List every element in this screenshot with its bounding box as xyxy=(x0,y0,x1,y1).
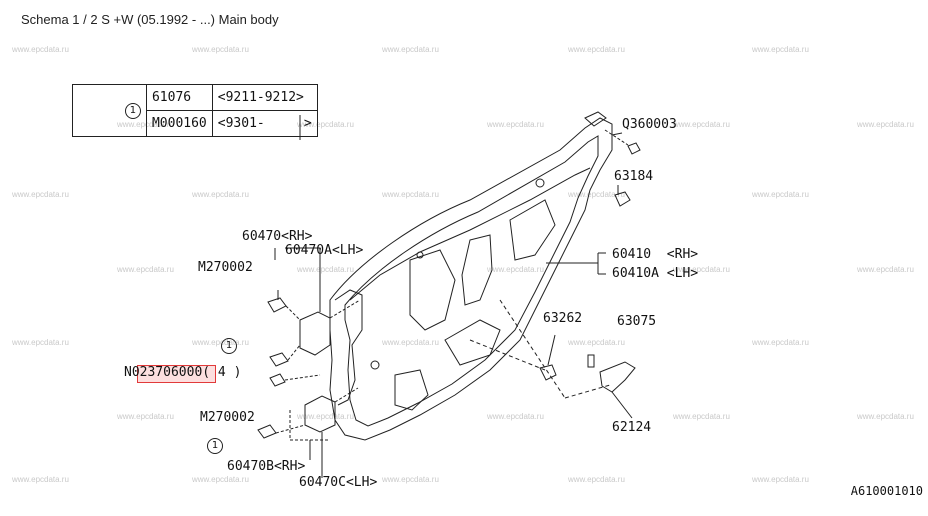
part-label-60470-rh[interactable]: 60470<RH> xyxy=(242,229,313,244)
watermark-text: www.epcdata.ru xyxy=(117,265,174,274)
weatherstrip-part xyxy=(614,191,631,207)
watermark-text: www.epcdata.ru xyxy=(297,265,354,274)
door-panel-opening-4 xyxy=(394,369,429,411)
watermark-text: www.epcdata.ru xyxy=(568,190,625,199)
watermark-text: www.epcdata.ru xyxy=(487,120,544,129)
watermark-text: www.epcdata.ru xyxy=(297,120,354,129)
watermark-text: www.epcdata.ru xyxy=(673,412,730,421)
watermark-text: www.epcdata.ru xyxy=(12,475,69,484)
watermark-text: www.epcdata.ru xyxy=(192,190,249,199)
reference-marker-circle-top: 1 xyxy=(221,338,237,354)
part-label-n023706000[interactable]: N023706000( 4 ) xyxy=(124,365,242,380)
watermark-text: www.epcdata.ru xyxy=(382,475,439,484)
part-label-63262[interactable]: 63262 xyxy=(543,311,583,326)
part-label-60470a-lh[interactable]: 60470A<LH> xyxy=(285,243,364,258)
hinge-upper xyxy=(299,311,331,356)
watermark-text: www.epcdata.ru xyxy=(192,475,249,484)
watermark-text: www.epcdata.ru xyxy=(12,190,69,199)
part-label-m270002-bottom[interactable]: M270002 xyxy=(200,410,255,425)
watermark-text: www.epcdata.ru xyxy=(752,475,809,484)
reference-part-cell[interactable]: 61076 xyxy=(145,84,213,111)
watermark-text: www.epcdata.ru xyxy=(752,338,809,347)
part-label-63075[interactable]: 63075 xyxy=(617,314,657,329)
reference-range-cell: <9301- > xyxy=(211,110,318,137)
watermark-text: www.epcdata.ru xyxy=(752,45,809,54)
bolt-part xyxy=(269,352,289,367)
watermark-text: www.epcdata.ru xyxy=(382,338,439,347)
watermark-text: www.epcdata.ru xyxy=(12,338,69,347)
part-label-60470c-lh[interactable]: 60470C<LH> xyxy=(299,475,378,490)
bolt-part xyxy=(627,142,641,155)
door-panel-opening-5 xyxy=(444,319,501,366)
watermark-text: www.epcdata.ru xyxy=(12,45,69,54)
reference-marker-cell: 1 xyxy=(72,84,147,137)
bolt-part xyxy=(269,373,286,387)
watermark-text: www.epcdata.ru xyxy=(673,120,730,129)
page-title: Schema 1 / 2 S +W (05.1992 - ...) Main b… xyxy=(21,12,279,27)
part-label-63184[interactable]: 63184 xyxy=(614,169,654,184)
watermark-text: www.epcdata.ru xyxy=(568,475,625,484)
reference-marker-circle-bottom: 1 xyxy=(207,438,223,454)
bolt-part xyxy=(267,297,287,313)
door-hinge-side xyxy=(334,289,363,406)
watermark-text: www.epcdata.ru xyxy=(117,412,174,421)
door-hole xyxy=(370,360,380,370)
watermark-text: www.epcdata.ru xyxy=(857,120,914,129)
watermark-text: www.epcdata.ru xyxy=(673,265,730,274)
door-hole xyxy=(535,178,545,188)
part-label-60470b-rh[interactable]: 60470B<RH> xyxy=(227,459,306,474)
clip-part xyxy=(584,111,607,127)
watermark-text: www.epcdata.ru xyxy=(568,338,625,347)
watermark-text: www.epcdata.ru xyxy=(857,265,914,274)
watermark-text: www.epcdata.ru xyxy=(192,45,249,54)
highlight-box xyxy=(137,365,216,383)
door-panel-opening-1 xyxy=(409,249,456,331)
part-label-62124[interactable]: 62124 xyxy=(612,420,652,435)
hinge-lower xyxy=(304,395,336,433)
lock-part xyxy=(539,364,557,381)
watermark-text: www.epcdata.ru xyxy=(487,265,544,274)
door-window-frame xyxy=(349,167,591,301)
watermark-text: www.epcdata.ru xyxy=(192,338,249,347)
door-hole xyxy=(416,251,424,259)
bolt-part xyxy=(257,424,277,439)
watermark-text: www.epcdata.ru xyxy=(382,190,439,199)
watermark-text: www.epcdata.ru xyxy=(857,412,914,421)
reference-part-cell[interactable]: M000160 xyxy=(145,110,213,137)
door-inner-edge xyxy=(344,135,599,427)
part-label-60410a[interactable]: 60410A <LH> xyxy=(612,266,699,281)
part-label-60410[interactable]: 60410 <RH> xyxy=(612,247,699,262)
door-outline xyxy=(329,117,613,441)
diagram-code: A610001010 xyxy=(850,484,923,498)
door-panel-opening-2 xyxy=(461,234,493,306)
part-label-q360003[interactable]: Q360003 xyxy=(622,117,677,132)
reference-marker: 1 xyxy=(124,103,141,119)
part-label-m270002-top[interactable]: M270002 xyxy=(198,260,253,275)
striker-part xyxy=(599,361,636,393)
check-part xyxy=(587,354,595,368)
door-panel-opening-3 xyxy=(509,199,556,261)
reference-table: 1 61076 <9211-9212> M000160 <9301- > xyxy=(72,84,318,137)
watermark-text: www.epcdata.ru xyxy=(568,45,625,54)
watermark-text: www.epcdata.ru xyxy=(752,190,809,199)
reference-range-cell: <9211-9212> xyxy=(211,84,318,111)
watermark-text: www.epcdata.ru xyxy=(297,412,354,421)
watermark-text: www.epcdata.ru xyxy=(487,412,544,421)
watermark-text: www.epcdata.ru xyxy=(382,45,439,54)
